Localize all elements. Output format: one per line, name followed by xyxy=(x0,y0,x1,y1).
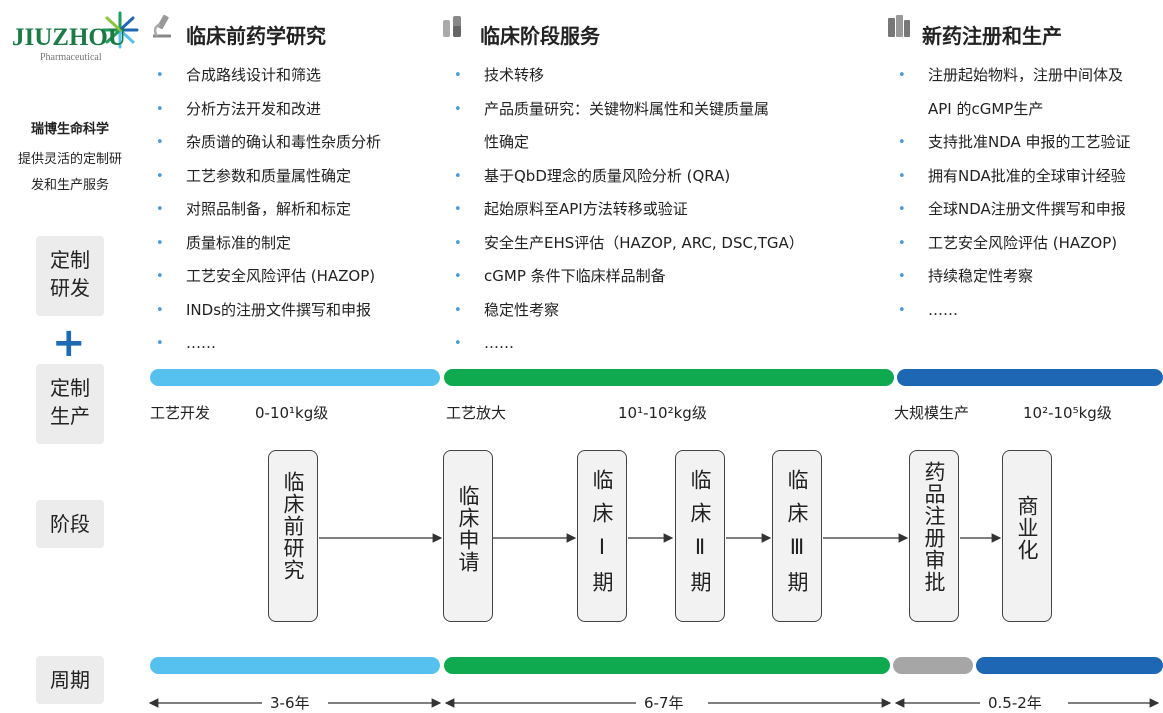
list-item: INDs的注册文件撰写和申报 xyxy=(156,294,381,328)
scale-range-1: 0-10¹kg级 xyxy=(255,404,329,422)
scale-range-3: 10²-10⁵kg级 xyxy=(1023,404,1112,422)
section-registration-title: 新药注册和生产 xyxy=(922,24,1062,48)
scale-label-1: 工艺开发 xyxy=(150,404,211,422)
list-item: 对照品制备，解析和标定 xyxy=(156,193,381,227)
section-clinical-title: 临床阶段服务 xyxy=(480,24,600,48)
plus-icon: + xyxy=(52,320,86,366)
stage-preclinical: 临床前研究 xyxy=(268,450,318,622)
period-bar-preclinical xyxy=(150,657,440,674)
stage-clinical-application-label: 临床申请 xyxy=(456,485,480,573)
stage-preclinical-label: 临床前研究 xyxy=(281,471,305,581)
bar-process-scaleup xyxy=(444,369,894,386)
flask-icon xyxy=(440,12,468,44)
bar-large-scale xyxy=(897,369,1163,386)
stage-clinical-application: 临床申请 xyxy=(443,450,493,622)
list-item: 工艺安全风险评估 (HAZOP) xyxy=(898,227,1131,261)
period-bar-registration xyxy=(893,657,973,674)
custom-mfg-label: 定制生产 xyxy=(36,364,104,444)
list-item: 拥有NDA批准的全球审计经验 xyxy=(898,160,1131,194)
scale-label-2: 工艺放大 xyxy=(446,404,507,422)
bar-process-development xyxy=(150,369,440,386)
logo-subtitle: Pharmaceutical xyxy=(40,52,102,63)
list-item: 基于QbD理念的质量风险分析 (QRA) xyxy=(454,160,804,194)
list-item: 质量标准的制定 xyxy=(156,227,381,261)
company-desc-line1: 提供灵活的定制研 xyxy=(17,152,122,167)
list-item: …… xyxy=(454,327,804,361)
list-item: API 的cGMP生产 xyxy=(928,99,1044,118)
stage-commercialization-label: 商业化 xyxy=(1015,495,1039,561)
scale-label-3: 大规模生产 xyxy=(894,404,970,422)
stage-phase-1: 临床Ⅰ期 xyxy=(577,450,627,622)
bottles-icon xyxy=(886,12,914,44)
stage-phase-2: 临床Ⅱ期 xyxy=(675,450,725,622)
stage-phase-3: 临床Ⅲ期 xyxy=(772,450,822,622)
company-name: 瑞博生命科学 xyxy=(30,122,109,137)
period-bar-commercial xyxy=(976,657,1163,674)
period-registration-commercial: 0.5-2年 xyxy=(980,692,1050,713)
list-item: 产品质量研究：关键物料属性和关键质量属 xyxy=(454,93,804,127)
list-item: 起始原料至API方法转移或验证 xyxy=(454,193,804,227)
list-item: 性确定 xyxy=(484,133,530,151)
company-desc-line2: 发和生产服务 xyxy=(30,178,109,193)
scale-range-2: 10¹-10²kg级 xyxy=(618,404,707,422)
list-item: 全球NDA注册文件撰写和申报 xyxy=(898,193,1131,227)
list-item: 持续稳定性考察 xyxy=(898,260,1131,294)
period-bar-clinical xyxy=(444,657,890,674)
cycle-label: 周期 xyxy=(36,656,104,704)
stage-phase-1-label: 临床Ⅰ期 xyxy=(590,469,614,604)
custom-rd-label: 定制研发 xyxy=(36,236,104,316)
list-item: …… xyxy=(156,327,381,361)
section-preclinical-title: 临床前药学研究 xyxy=(186,24,326,48)
section-clinical-list: 技术转移 产品质量研究：关键物料属性和关键质量属 性确定 基于QbD理念的质量风… xyxy=(454,59,804,361)
list-item: 杂质谱的确认和毒性杂质分析 xyxy=(156,126,381,160)
list-item: 技术转移 xyxy=(454,59,804,93)
logo-name: JIUZHOU xyxy=(12,24,126,51)
logo-star-icon xyxy=(100,10,140,54)
stage-phase-3-label: 临床Ⅲ期 xyxy=(785,469,809,604)
stage-phase-2-label: 临床Ⅱ期 xyxy=(688,469,712,604)
section-preclinical-list: 合成路线设计和筛选 分析方法开发和改进 杂质谱的确认和毒性杂质分析 工艺参数和质… xyxy=(156,59,381,361)
list-item: 合成路线设计和筛选 xyxy=(156,59,381,93)
list-item: 稳定性考察 xyxy=(454,294,804,328)
list-item: 支持批准NDA 申报的工艺验证 xyxy=(898,126,1131,160)
period-preclinical: 3-6年 xyxy=(262,692,318,713)
stage-label: 阶段 xyxy=(36,500,104,548)
stage-registration: 药品注册审批 xyxy=(909,450,959,622)
list-item: cGMP 条件下临床样品制备 xyxy=(454,260,804,294)
microscope-icon xyxy=(148,12,176,44)
stage-commercialization: 商业化 xyxy=(1002,450,1052,622)
list-item: 工艺参数和质量属性确定 xyxy=(156,160,381,194)
stage-registration-label: 药品注册审批 xyxy=(922,461,946,593)
period-clinical: 6-7年 xyxy=(636,692,692,713)
list-item: 分析方法开发和改进 xyxy=(156,93,381,127)
list-item: 安全生产EHS评估（HAZOP, ARC, DSC,TGA） xyxy=(454,227,804,261)
section-registration-list: 注册起始物料，注册中间体及 API 的cGMP生产 支持批准NDA 申报的工艺验… xyxy=(898,59,1131,327)
list-item: 工艺安全风险评估 (HAZOP) xyxy=(156,260,381,294)
list-item: 注册起始物料，注册中间体及 xyxy=(898,59,1131,93)
list-item: …… xyxy=(898,294,1131,328)
